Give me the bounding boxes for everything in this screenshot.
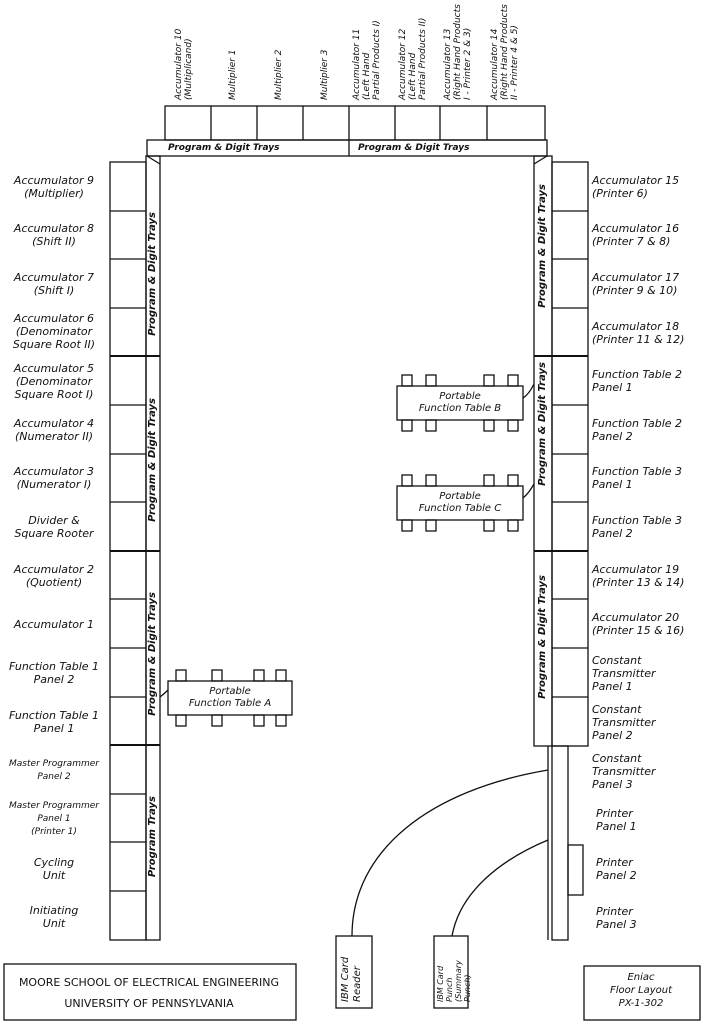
right-tray-label-1: Program & Digit Trays (537, 362, 548, 486)
left-unit-label-15: Initiating Unit (29, 904, 79, 930)
top-unit-label-4: Accumulator 11 (Left Hand Partial Produc… (352, 20, 382, 100)
top-unit-label-0: Accumulator 10 (Multiplicand) (174, 28, 194, 100)
portable-table-b-body (396, 385, 524, 421)
right-unit-label-14: Printer Panel 2 (596, 856, 637, 882)
top-unit-label-1: Multiplier 1 (228, 49, 238, 100)
left-unit-label-10: Function Table 1 Panel 2 (8, 660, 100, 686)
right-unit-label-13: Printer Panel 1 (596, 807, 637, 833)
right-unit-label-6: Function Table 3 Panel 1 (592, 465, 683, 491)
drawing-number: PX-1-302 (618, 998, 664, 1009)
right-unit-label-4: Function Table 2 Panel 1 (592, 368, 683, 394)
ibm-card-punch-label: IBM Card Punch (Summary Punch) (436, 960, 472, 1002)
right-tray-label-2: Program & Digit Trays (537, 575, 548, 699)
top-tray-label-0: Program & Digit Trays (168, 143, 280, 153)
left-unit-label-1: Accumulator 8 (Shift II) (13, 222, 95, 248)
left-tray-label-0: Program & Digit Trays (147, 212, 158, 336)
left-unit-label-11: Function Table 1 Panel 1 (8, 709, 100, 735)
drawing-title-2: Floor Layout (609, 985, 673, 996)
left-tray-label-2: Program & Digit Trays (147, 592, 158, 716)
right-unit-label-2: Accumulator 17 (Printer 9 & 10) (592, 271, 680, 297)
portable-table-c-body (396, 485, 524, 521)
left-unit-label-6: Accumulator 3 (Numerator I) (13, 465, 95, 491)
drawing-id-block: Eniac Floor Layout PX-1-302 (584, 966, 698, 1018)
portable-table-b-label: Portable Function Table B (418, 391, 502, 414)
right-unit-label-3: Accumulator 18 (Printer 11 & 12) (592, 320, 685, 346)
left-unit-label-12: Master Programmer Panel 2 (9, 759, 99, 782)
right-unit-label-12: Constant Transmitter Panel 3 (592, 752, 656, 791)
top-unit-label-3: Multiplier 3 (320, 49, 330, 100)
drawing-id-box (583, 965, 701, 1021)
right-unit-label-9: Accumulator 20 (Printer 15 & 16) (592, 611, 685, 637)
right-unit-label-8: Accumulator 19 (Printer 13 & 14) (592, 563, 685, 589)
institution-line-2: UNIVERSITY OF PENNSYLVANIA (64, 997, 234, 1010)
right-unit-label-0: Accumulator 15 (Printer 6) (592, 174, 680, 200)
ibm-card-reader-label: IBM Card Reader (340, 956, 363, 1002)
portable-table-c-label: Portable Function Table C (418, 491, 502, 514)
left-unit-label-7: Divider & Square Rooter (14, 514, 94, 540)
right-unit-label-5: Function Table 2 Panel 2 (592, 417, 683, 443)
top-unit-label-7: Accumulator 14 (Right Hand Products II -… (490, 4, 520, 100)
right-unit-label-15: Printer Panel 3 (596, 905, 637, 931)
left-unit-label-3: Accumulator 6 (Denominator Square Root I… (12, 312, 96, 351)
right-unit-label-10: Constant Transmitter Panel 1 (592, 654, 656, 693)
top-unit-label-6: Accumulator 13 (Right Hand Products I - … (443, 4, 473, 100)
top-unit-label-5: Accumulator 12 (Left Hand Partial Produc… (398, 17, 428, 100)
left-unit-label-2: Accumulator 7 (Shift I) (13, 271, 95, 297)
printer-panel-2-box (567, 844, 584, 896)
left-unit-label-14: Cycling Unit (33, 856, 75, 882)
punch-cable (451, 839, 549, 937)
right-unit-label-11: Constant Transmitter Panel 2 (592, 703, 656, 742)
reader-cable (351, 769, 549, 937)
portable-table-a-label: Portable Function Table A (188, 686, 272, 709)
left-unit-label-5: Accumulator 4 (Numerator II) (13, 417, 95, 443)
left-unit-label-8: Accumulator 2 (Quotient) (13, 563, 95, 589)
ibm-card-reader-box (335, 935, 373, 1009)
printer-column (551, 745, 569, 941)
top-tray-label-1: Program & Digit Trays (358, 143, 470, 153)
left-unit-label-4: Accumulator 5 (Denominator Square Root I… (13, 362, 95, 401)
left-unit-label-9: Accumulator 1 (13, 618, 95, 631)
top-trays-strip (146, 139, 548, 157)
left-unit-label-13: Master Programmer Panel 1 (Printer 1) (9, 801, 99, 837)
portable-table-a-body (167, 680, 293, 716)
left-tray-label-1: Program & Digit Trays (147, 398, 158, 522)
left-trays-strip (145, 155, 161, 941)
right-unit-label-7: Function Table 3 Panel 2 (592, 514, 683, 540)
left-tray-label-3: Program Trays (147, 796, 158, 878)
drawing-title-1: Eniac (627, 972, 655, 983)
top-unit-label-2: Multiplier 2 (274, 49, 284, 100)
institution-line-1: MOORE SCHOOL OF ELECTRICAL ENGINEERING (18, 976, 280, 989)
ibm-card-punch-box (433, 935, 469, 1009)
right-unit-label-1: Accumulator 16 (Printer 7 & 8) (592, 222, 680, 248)
right-tray-label-0: Program & Digit Trays (537, 184, 548, 308)
top-units-row (164, 105, 546, 141)
institution-block: MOORE SCHOOL OF ELECTRICAL ENGINEERING U… (4, 964, 294, 1018)
institution-box (3, 963, 297, 1021)
left-unit-label-0: Accumulator 9 (Multiplier) (13, 174, 95, 200)
right-trays-strip (533, 155, 553, 747)
